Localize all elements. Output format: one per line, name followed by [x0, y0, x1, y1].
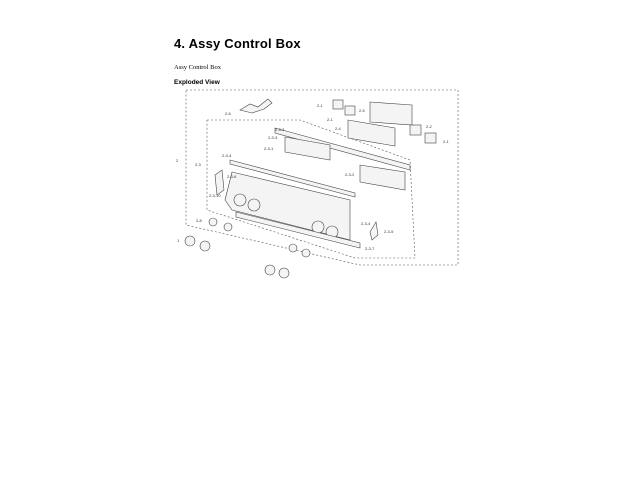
part-label: 2-3-6 [227, 174, 237, 179]
page-heading: 4. Assy Control Box [174, 36, 301, 51]
section-heading: Exploded View [174, 79, 220, 86]
part-labels: 2-6 2-1 2-1 2-5 2-2 2-1 2-4 2-3-3 2-3-3 … [176, 103, 450, 251]
part-label: 2-1 [327, 117, 334, 122]
rail [229, 159, 356, 198]
frame-bar [274, 127, 411, 171]
knob-hole [247, 198, 261, 212]
part-label: 2-3-10 [209, 193, 221, 198]
part-label: 2-3-1 [264, 146, 274, 151]
knob [288, 243, 298, 253]
part-label: 2-1 [443, 139, 450, 144]
display-pcb [369, 101, 413, 126]
bracket [369, 221, 379, 241]
part-label: 2-2 [426, 124, 433, 129]
subtitle: Assy Control Box [174, 64, 221, 71]
pcb-board [284, 136, 331, 161]
part-label: 2-3-7 [365, 246, 375, 251]
bracket [214, 169, 225, 196]
pcb-board [359, 164, 406, 191]
part-label: 2-3-4 [222, 153, 232, 158]
knob [184, 235, 196, 247]
part-label: 2-5 [359, 108, 366, 113]
knob [223, 222, 233, 232]
part-label: 2-6 [225, 111, 232, 116]
knob-hole [233, 193, 247, 207]
knob [264, 264, 276, 276]
knob-cap [424, 132, 437, 144]
part-label: 2-1 [317, 103, 324, 108]
wire-harness [239, 98, 273, 114]
part-label: 2-3-2 [345, 172, 355, 177]
part-label: 2-4 [335, 126, 342, 131]
trim-strip [235, 211, 361, 249]
part-label: 2-3-3 [268, 135, 278, 140]
knob [208, 217, 218, 227]
part-label: 2-8 [196, 218, 203, 223]
part-label: 2-3 [195, 162, 202, 167]
part-label: 2-3-3 [275, 127, 285, 132]
knob [278, 267, 290, 279]
part-label: 2-3-4 [361, 221, 371, 226]
part-label: 2 [176, 158, 179, 163]
knob [199, 240, 211, 252]
assembly-boundaries [185, 89, 459, 266]
knob-cap [332, 99, 344, 110]
knob [301, 248, 311, 258]
control-box-parts [184, 98, 437, 279]
part-label: 1 [177, 238, 180, 243]
knob-cap [409, 124, 422, 136]
part-label: 2-3-5 [384, 229, 394, 234]
knob-cap [344, 105, 356, 116]
keypad [347, 119, 396, 147]
